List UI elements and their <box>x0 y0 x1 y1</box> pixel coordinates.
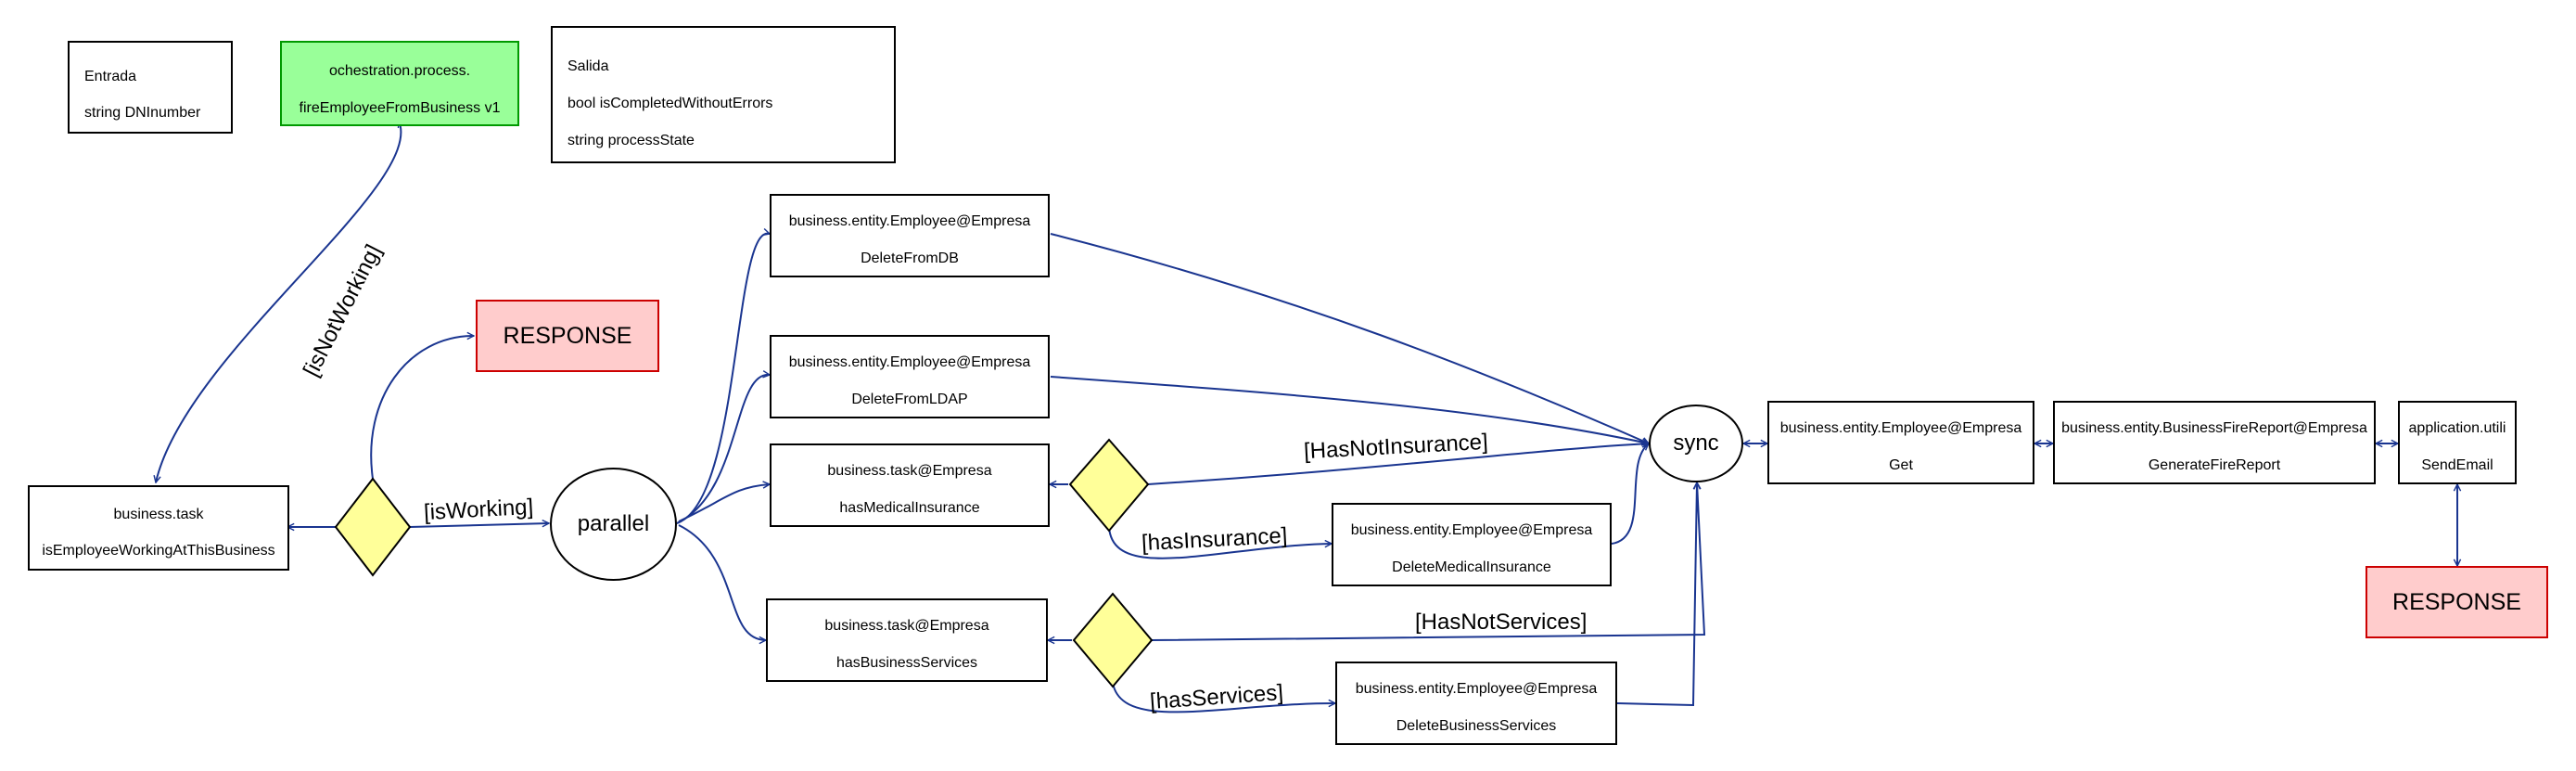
task-deleteldap[interactable]: business.entity.Employee@Empresa DeleteF… <box>770 335 1050 418</box>
parallel-node[interactable]: parallel <box>550 468 677 581</box>
task-delservices-type: business.entity.Employee@Empresa <box>1355 681 1598 697</box>
input-note-title: Entrada <box>84 69 137 84</box>
edge-gateway1-to-response <box>370 336 474 480</box>
input-note-param: string DNInumber <box>84 105 201 121</box>
input-note: Entrada string DNInumber <box>68 41 233 134</box>
edge-deletedb-to-sync <box>1050 233 1649 443</box>
task-isworking[interactable]: business.task isEmployeeWorkingAtThisBus… <box>28 485 289 571</box>
task-email-name: SendEmail <box>2421 457 2493 473</box>
sync-node[interactable]: sync <box>1649 405 1743 482</box>
gateway-hasinsurance <box>1068 438 1150 533</box>
output-note-param-2: string processState <box>567 133 695 148</box>
task-get[interactable]: business.entity.Employee@Empresa Get <box>1767 401 2034 484</box>
edge-parallel-to-deleteldap <box>676 375 770 524</box>
response-top[interactable]: RESPONSE <box>476 300 659 372</box>
task-email[interactable]: application.utili SendEmail <box>2398 401 2517 484</box>
task-delservices-name: DeleteBusinessServices <box>1396 718 1557 734</box>
edge-parallel-to-hasservices <box>678 524 766 640</box>
output-note-title: Salida <box>567 58 609 74</box>
process-name: ochestration.process. <box>328 63 471 79</box>
output-note: Salida bool isCompletedWithoutErrors str… <box>551 26 896 163</box>
task-report-type: business.entity.BusinessFireReport@Empre… <box>2061 420 2367 436</box>
edge-deleteldap-to-sync <box>1050 376 1649 443</box>
edge-gateway3-to-sync <box>1151 482 1706 641</box>
edge-parallel-to-hasmedical <box>678 484 770 522</box>
task-hasservices[interactable]: business.task@Empresa hasBusinessService… <box>766 598 1048 682</box>
task-deletedb-type: business.entity.Employee@Empresa <box>788 213 1031 229</box>
process-start[interactable]: ochestration.process. fireEmployeeFromBu… <box>280 41 519 126</box>
task-email-type: application.utili <box>2408 420 2506 436</box>
task-deletedb[interactable]: business.entity.Employee@Empresa DeleteF… <box>770 194 1050 277</box>
task-delmedical-name: DeleteMedicalInsurance <box>1392 559 1551 575</box>
task-hasmedical-type: business.task@Empresa <box>827 463 992 479</box>
edge-gateway2-to-sync <box>1147 443 1649 485</box>
edge-process-to-isworking <box>156 121 401 482</box>
gateway-hasservices <box>1072 592 1154 688</box>
label-hasnotservices: [HasNotServices] <box>1415 610 1588 635</box>
output-note-param-1: bool isCompletedWithoutErrors <box>567 96 773 111</box>
task-get-type: business.entity.Employee@Empresa <box>1779 420 2022 436</box>
task-hasservices-type: business.task@Empresa <box>824 618 989 634</box>
edge-gateway1-to-parallel <box>409 523 549 528</box>
task-delmedical[interactable]: business.entity.Employee@Empresa DeleteM… <box>1332 503 1612 586</box>
task-hasmedical-name: hasMedicalInsurance <box>839 500 980 516</box>
response-final[interactable]: RESPONSE <box>2366 566 2548 638</box>
edge-delmedical-to-sync <box>1611 443 1649 545</box>
edge-delservices-to-sync <box>1616 482 1697 707</box>
task-delservices[interactable]: business.entity.Employee@Empresa DeleteB… <box>1335 662 1617 745</box>
task-deleteldap-name: DeleteFromLDAP <box>851 392 968 407</box>
task-delmedical-type: business.entity.Employee@Empresa <box>1350 522 1593 538</box>
task-hasservices-name: hasBusinessServices <box>835 655 978 671</box>
task-hasmedical[interactable]: business.task@Empresa hasMedicalInsuranc… <box>770 443 1050 527</box>
task-deletedb-name: DeleteFromDB <box>861 251 959 266</box>
task-report-name: GenerateFireReport <box>2148 457 2281 473</box>
task-deleteldap-type: business.entity.Employee@Empresa <box>788 354 1031 370</box>
task-isworking-type: business.task <box>113 507 204 522</box>
edge-gateway3-to-delservices <box>1112 682 1335 713</box>
task-isworking-name: isEmployeeWorkingAtThisBusiness <box>42 543 275 559</box>
edge-gateway2-to-delmedical <box>1108 526 1332 559</box>
gateway-isworking <box>334 477 412 577</box>
task-get-name: Get <box>1889 457 1913 473</box>
task-report[interactable]: business.entity.BusinessFireReport@Empre… <box>2053 401 2376 484</box>
process-version: fireEmployeeFromBusiness v1 <box>299 100 501 116</box>
edge-parallel-to-deletedb <box>676 234 770 524</box>
